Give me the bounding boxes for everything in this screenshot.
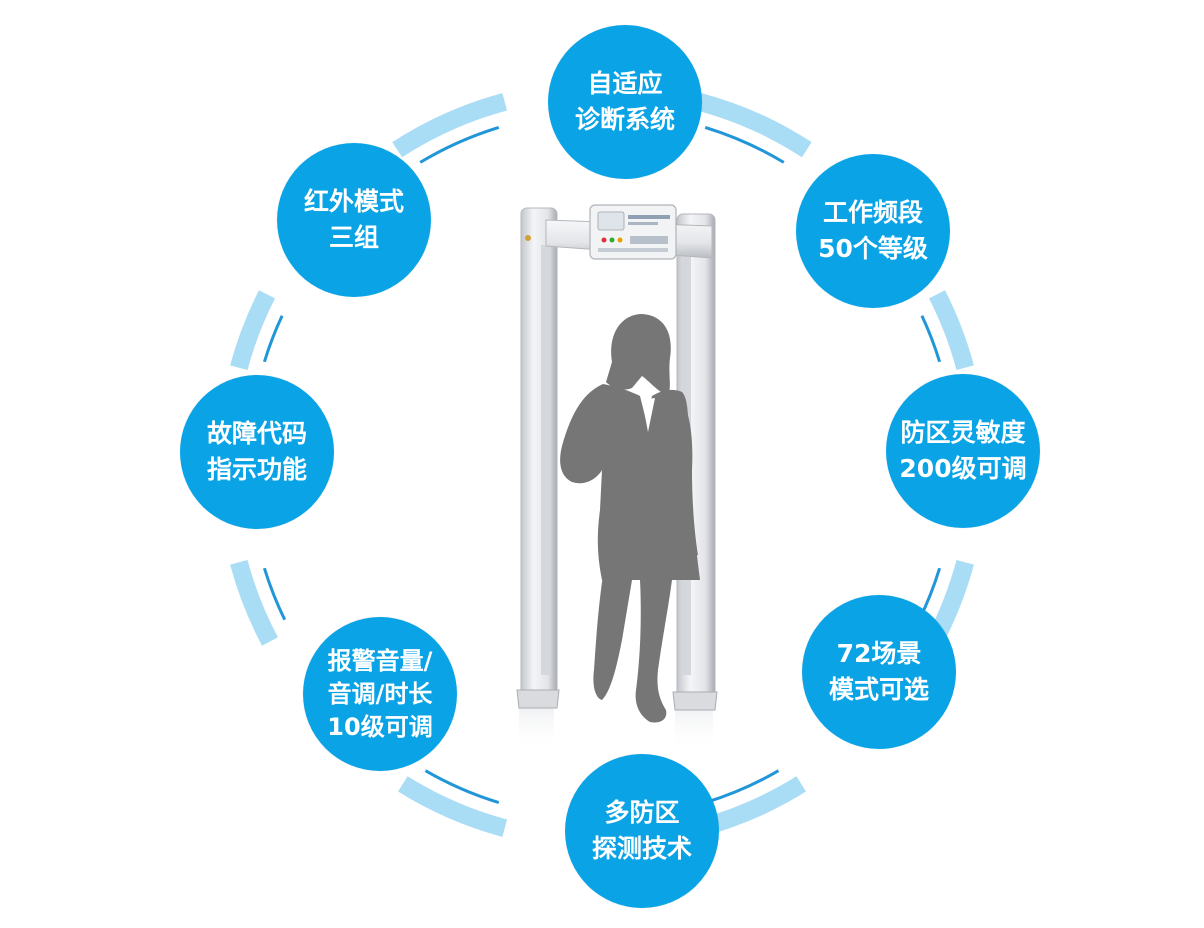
- feature-node-multi-zone: 多防区 探测技术: [565, 754, 719, 908]
- ring-arc-inner: [920, 315, 942, 363]
- ring-arc-outer: [392, 93, 508, 158]
- feature-node-zone-sensitivity: 防区灵敏度 200级可调: [886, 374, 1040, 528]
- feature-text: 72场景: [836, 639, 922, 668]
- feature-text: 故障代码: [206, 419, 307, 448]
- feature-text: 多防区: [604, 798, 680, 827]
- outer-ring-arcs: [230, 93, 974, 837]
- ring-arc-outer: [696, 93, 812, 158]
- feature-node-scene-modes: 72场景 模式可选: [802, 595, 956, 749]
- feature-node-alarm-volume: 报警音量/ 音调/时长 10级可调: [303, 617, 457, 771]
- feature-text: 工作频段: [822, 198, 923, 227]
- feature-node-frequency-levels: 工作频段 50个等级: [796, 154, 950, 308]
- ring-arc-outer: [398, 776, 508, 837]
- person-silhouette-icon: [560, 314, 700, 723]
- ring-arc-inner: [262, 567, 287, 621]
- ring-arc-inner: [704, 125, 785, 164]
- feature-text: 10级可调: [327, 712, 433, 741]
- feature-text: 报警音量/: [327, 646, 433, 675]
- ring-arc-outer: [928, 290, 974, 371]
- feature-node-infrared-modes: 红外模式 三组: [277, 143, 431, 297]
- ring-arc-inner: [424, 769, 500, 805]
- ring-arc-inner: [262, 315, 284, 363]
- feature-text: 指示功能: [206, 455, 307, 484]
- feature-text: 诊断系统: [574, 105, 675, 134]
- feature-text: 自适应: [587, 69, 663, 98]
- feature-text: 模式可选: [828, 675, 929, 704]
- ring-arc-outer: [230, 559, 278, 646]
- feature-text: 200级可调: [899, 454, 1027, 483]
- ring-arc-inner: [419, 125, 500, 164]
- feature-text: 红外模式: [303, 187, 404, 216]
- feature-text: 防区灵敏度: [900, 418, 1026, 447]
- inner-ring-arcs: [262, 125, 942, 805]
- feature-node-fault-code: 故障代码 指示功能: [180, 375, 334, 529]
- feature-text: 探测技术: [591, 834, 692, 863]
- feature-text: 50个等级: [818, 234, 928, 263]
- ring-arc-outer: [230, 290, 276, 371]
- feature-text: 音调/时长: [327, 679, 433, 708]
- feature-text: 三组: [328, 223, 379, 252]
- feature-node-adaptive-diagnosis: 自适应 诊断系统: [548, 25, 702, 179]
